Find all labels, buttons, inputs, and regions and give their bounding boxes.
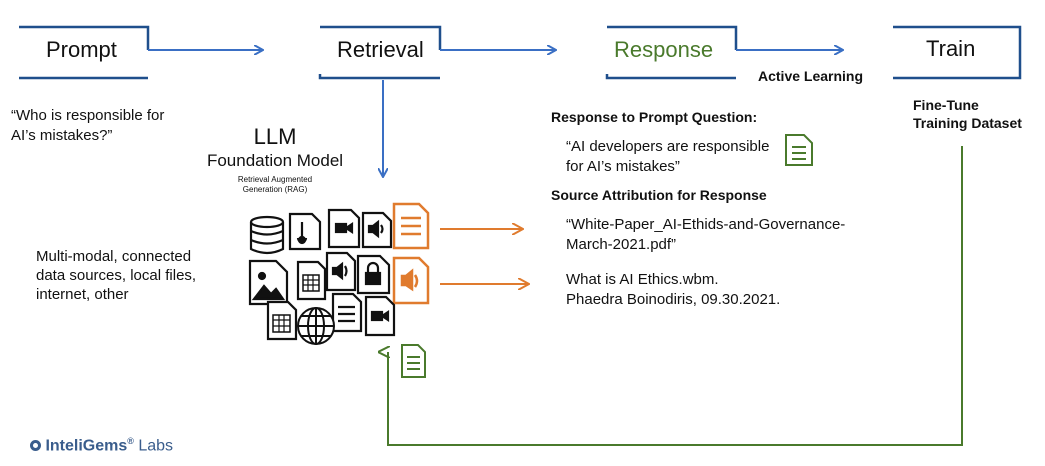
llm-block: LLM Foundation Model Retrieval Augmented… [195,124,355,195]
source-2-line-1: What is AI Ethics.wbm. [566,271,719,288]
logo-ring-icon [30,440,41,452]
sources-line-1: Multi-modal, connected [36,248,192,265]
inteligems-logo: InteliGems® Labs [30,436,173,455]
response-heading: Response to Prompt Question: [551,109,758,125]
feedback-loop-line [388,146,963,446]
logo-brand: InteliGems [45,437,128,455]
response-bracket [605,25,738,80]
prompt-question-line-1: “Who is responsible for [11,107,165,124]
prompt-bracket [19,25,150,80]
stage-retrieval: Retrieval [337,37,424,62]
prompt-question: “Who is responsible for AI’s mistakes?” [11,106,164,146]
stage-prompt: Prompt [46,37,117,62]
fine-tune-line-1: Fine-Tune [913,97,979,113]
response-answer: “AI developers are responsible for AI’s … [566,137,769,177]
active-learning-label: Active Learning [758,68,864,84]
response-answer-line-1: “AI developers are responsible [566,138,770,155]
source-2-line-2: Phaedra Boinodiris, 09.30.2021. [566,291,781,308]
fine-tune-line-2: Training Dataset [913,115,1022,131]
source-attribution-1: “White-Paper_AI-Ethids-and-Governance- M… [566,215,845,255]
source-attribution-2: What is AI Ethics.wbm. Phaedra Boinodiri… [566,270,780,310]
source-1-line-1: “White-Paper_AI-Ethids-and-Governance- [566,216,846,233]
response-answer-line-2: for AI’s mistakes” [566,158,680,175]
stage-response: Response [614,37,714,62]
logo-reg: ® [127,436,134,446]
sources-line-2: data sources, local files, [36,267,197,284]
source-1-line-2: March-2021.pdf” [566,236,677,253]
rag-label: Retrieval Augmented Generation (RAG) [195,175,355,195]
retrieval-bracket [318,25,442,80]
sources-line-3: internet, other [36,286,129,303]
sources-description: Multi-modal, connected data sources, loc… [36,247,196,304]
stage-train: Train [926,36,976,61]
rag-line-1: Retrieval Augmented [237,175,313,184]
source-heading: Source Attribution for Response [551,187,767,203]
train-bracket [893,25,1022,80]
rag-line-2: Generation (RAG) [242,185,308,194]
prompt-question-line-2: AI’s mistakes?” [11,127,113,144]
llm-title: LLM [253,124,297,149]
fine-tune-label: Fine-Tune Training Dataset [913,96,1022,132]
llm-subtitle: Foundation Model [206,151,344,170]
logo-suffix: Labs [133,437,174,455]
